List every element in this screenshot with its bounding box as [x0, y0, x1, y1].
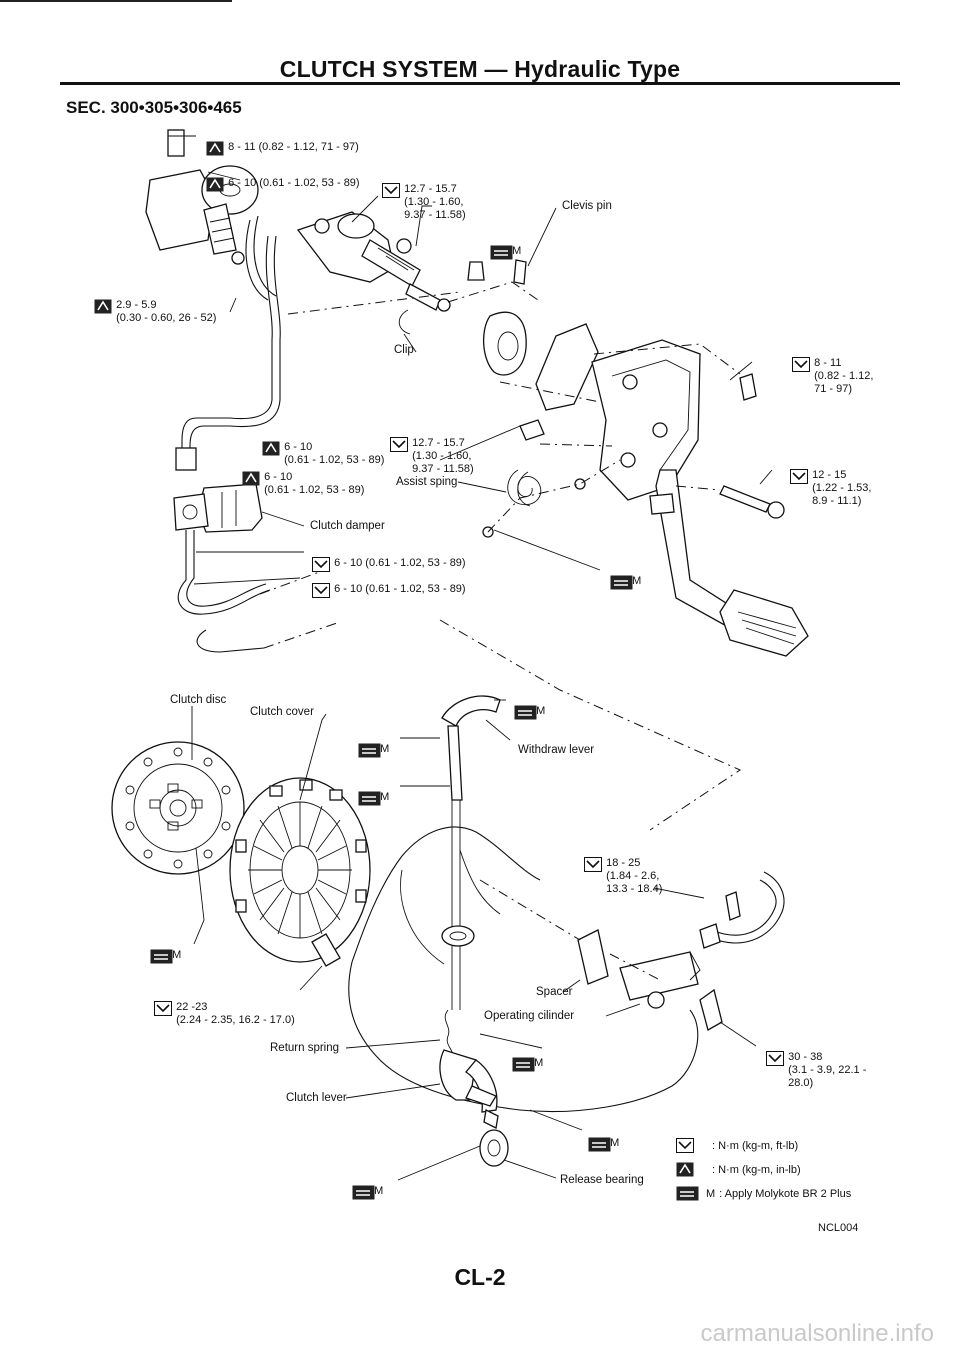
legend-item-grease: M: Apply Molykote BR 2 Plus — [676, 1186, 851, 1210]
tightening-torque-in-lb-icon — [206, 177, 224, 192]
torque-spec-3: 12.7 - 15.7 (1.30 - 1.60, 9.37 - 11.58) — [376, 170, 466, 222]
grease-point-8: M — [582, 1124, 619, 1152]
molykote-grease-icon — [676, 1186, 704, 1201]
tightening-torque-ft-lb-icon — [584, 857, 603, 872]
grease-point-5: M — [352, 778, 389, 806]
legend-item-ft-lb: : N·m (kg-m, ft-lb) — [676, 1138, 851, 1162]
tightening-torque-in-lb-icon — [94, 299, 112, 314]
tightening-torque-ft-lb-icon — [390, 437, 409, 452]
tightening-torque-ft-lb-icon — [154, 1001, 173, 1016]
clevis-pin-label: Clevis pin — [562, 200, 612, 212]
torque-spec-6: 6 - 10 (0.61 - 1.02, 53 - 89) — [256, 428, 384, 467]
withdraw-lever-label: Withdraw lever — [518, 744, 595, 756]
grease-point-6: M — [144, 936, 181, 964]
tightening-torque-in-lb-icon — [242, 471, 260, 486]
watermark: carmanualsonline.info — [700, 1320, 934, 1347]
tightening-torque-ft-lb-icon — [382, 183, 401, 198]
torque-spec-2: 6 - 10 (0.61 - 1.02, 53 - 89) — [200, 164, 360, 192]
molykote-grease-icon — [490, 245, 513, 260]
molykote-grease-icon — [352, 1185, 375, 1200]
molykote-grease-icon — [150, 949, 173, 964]
torque-spec-8: 6 - 10 (0.61 - 1.02, 53 - 89) — [236, 458, 364, 497]
grease-point-3: M — [508, 692, 545, 720]
torque-spec-14: 30 - 38 (3.1 - 3.9, 22.1 - 28.0) — [760, 1038, 866, 1090]
clutch-damper-label: Clutch damper — [310, 520, 385, 532]
molykote-grease-icon — [610, 575, 633, 590]
tightening-torque-in-lb-icon — [262, 441, 280, 456]
molykote-grease-icon — [358, 791, 381, 806]
torque-spec-1: 8 - 11 (0.82 - 1.12, 71 - 97) — [200, 128, 359, 156]
assist-spring-label: Assist sping — [396, 476, 458, 488]
title-rule — [60, 82, 900, 85]
operating-cylinder-label: Operating cilinder — [484, 1010, 575, 1022]
tightening-torque-ft-lb-icon — [792, 357, 811, 372]
molykote-grease-icon — [358, 743, 381, 758]
spacer-label: Spacer — [536, 986, 573, 998]
tightening-torque-ft-lb-icon — [312, 557, 331, 572]
page-title: CLUTCH SYSTEM — Hydraulic Type — [279, 56, 681, 82]
tightening-torque-in-lb-icon — [206, 141, 224, 156]
tightening-torque-ft-lb-icon — [790, 469, 809, 484]
legend: : N·m (kg-m, ft-lb) : N·m (kg-m, in-lb) … — [676, 1138, 851, 1210]
page-number: CL-2 — [454, 1264, 506, 1290]
clutch-lever-label: Clutch lever — [286, 1092, 347, 1104]
torque-spec-12: 18 - 25 (1.84 - 2.6, 13.3 - 18.4) — [578, 844, 662, 896]
clutch-disc-label: Clutch disc — [170, 694, 227, 706]
torque-spec-4: 2.9 - 5.9 (0.30 - 0.60, 26 - 52) — [88, 286, 216, 325]
tightening-torque-ft-lb-icon — [312, 583, 331, 598]
torque-spec-9: 12 - 15 (1.22 - 1.53, 8.9 - 11.1) — [784, 456, 871, 508]
torque-spec-5: 8 - 11 (0.82 - 1.12, 71 - 97) — [786, 344, 873, 396]
figure-code: NCL004 — [818, 1222, 859, 1234]
grease-point-9: M — [346, 1172, 383, 1200]
legend-item-in-lb: : N·m (kg-m, in-lb) — [676, 1162, 851, 1186]
release-bearing-label: Release bearing — [560, 1174, 644, 1186]
torque-spec-7: 12.7 - 15.7 (1.30 - 1.60, 9.37 - 11.58) — [384, 424, 474, 476]
grease-point-4: M — [352, 730, 389, 758]
torque-spec-10: 6 - 10 (0.61 - 1.02, 53 - 89) — [306, 544, 466, 572]
molykote-grease-icon — [514, 705, 537, 720]
clip-label: Clip — [394, 344, 414, 356]
grease-point-2: M — [604, 562, 641, 590]
tightening-torque-in-lb-icon — [676, 1162, 694, 1177]
molykote-grease-icon — [512, 1057, 535, 1072]
grease-point-7: M — [506, 1044, 543, 1072]
section-number: SEC. 300•305•306•465 — [66, 98, 242, 117]
clutch-cover-label: Clutch cover — [250, 706, 314, 718]
tightening-torque-ft-lb-icon — [766, 1051, 785, 1066]
grease-point-1: M — [484, 232, 521, 260]
torque-spec-11: 6 - 10 (0.61 - 1.02, 53 - 89) — [306, 570, 466, 598]
tightening-torque-ft-lb-icon — [676, 1138, 694, 1154]
torque-spec-13: 22 -23 (2.24 - 2.35, 16.2 - 17.0) — [148, 988, 295, 1027]
molykote-grease-icon — [588, 1137, 611, 1152]
top-rule — [0, 0, 232, 2]
return-spring-label: Return spring — [270, 1042, 340, 1054]
